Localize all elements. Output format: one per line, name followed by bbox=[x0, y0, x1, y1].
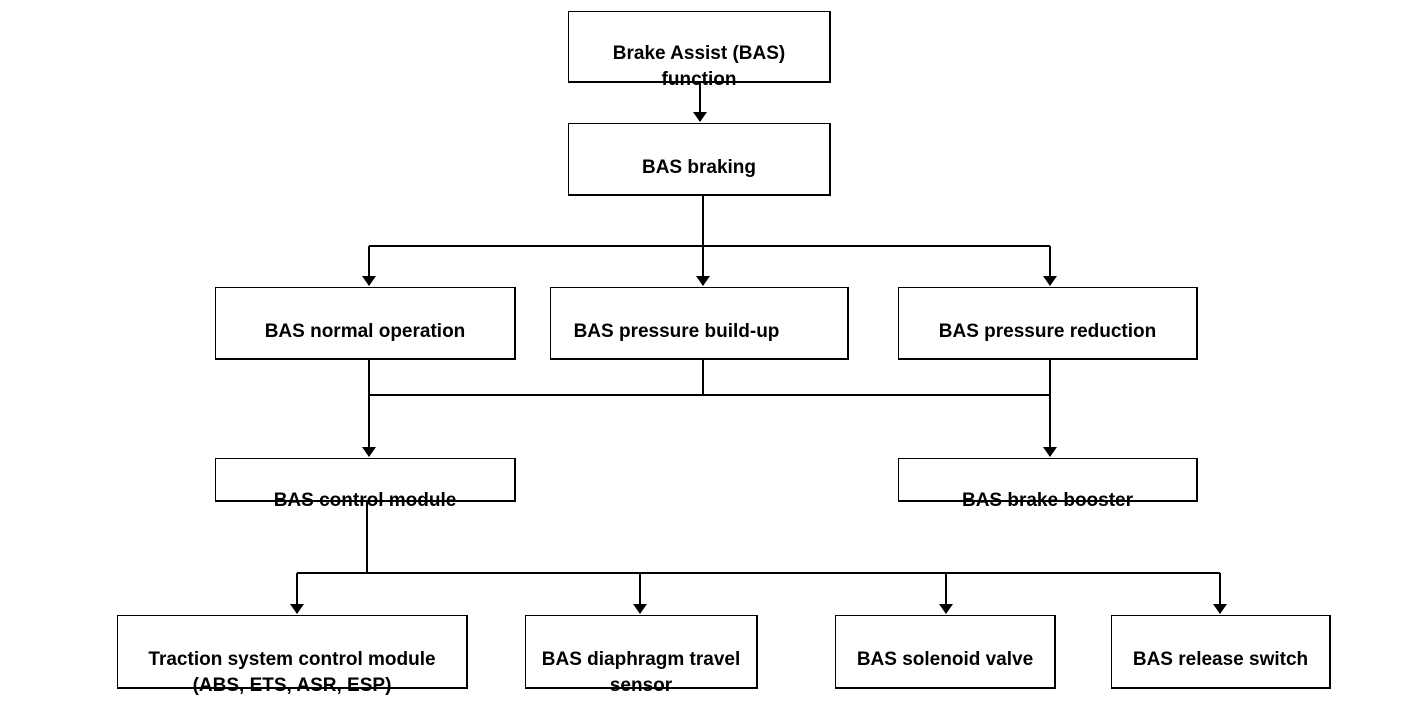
node-control-module-label: BAS control module bbox=[273, 490, 457, 511]
node-brake-booster: BAS brake booster bbox=[898, 458, 1198, 511]
node-release-switch-label: BAS release switch bbox=[1132, 649, 1309, 670]
node-bas-braking-label: BAS braking bbox=[641, 157, 757, 178]
node-pressure-reduction-label: BAS pressure reduction bbox=[938, 321, 1157, 342]
node-diaphragm-sensor-label: BAS diaphragm travel sensor bbox=[541, 649, 741, 696]
node-bas-braking: BAS braking bbox=[568, 123, 831, 196]
node-solenoid-valve-label: BAS solenoid valve bbox=[856, 649, 1034, 670]
node-solenoid-valve: BAS solenoid valve bbox=[835, 615, 1056, 689]
node-pressure-reduction: BAS pressure reduction bbox=[898, 287, 1198, 360]
node-traction-module: Traction system control module (ABS, ETS… bbox=[117, 615, 468, 696]
node-normal-operation: BAS normal operation bbox=[215, 287, 516, 360]
node-normal-operation-label: BAS normal operation bbox=[264, 321, 466, 342]
node-brake-booster-label: BAS brake booster bbox=[961, 490, 1134, 511]
node-traction-module-label: Traction system control module (ABS, ETS… bbox=[148, 649, 436, 696]
node-bas-function: Brake Assist (BAS) function bbox=[568, 11, 831, 90]
node-bas-function-label: Brake Assist (BAS) function bbox=[612, 43, 786, 90]
node-diaphragm-sensor: BAS diaphragm travel sensor bbox=[525, 615, 758, 696]
node-release-switch: BAS release switch bbox=[1111, 615, 1331, 689]
node-pressure-buildup: BAS pressure build-up bbox=[550, 287, 849, 360]
node-pressure-buildup-label: BAS pressure build-up bbox=[573, 321, 780, 342]
node-control-module: BAS control module bbox=[215, 458, 516, 511]
